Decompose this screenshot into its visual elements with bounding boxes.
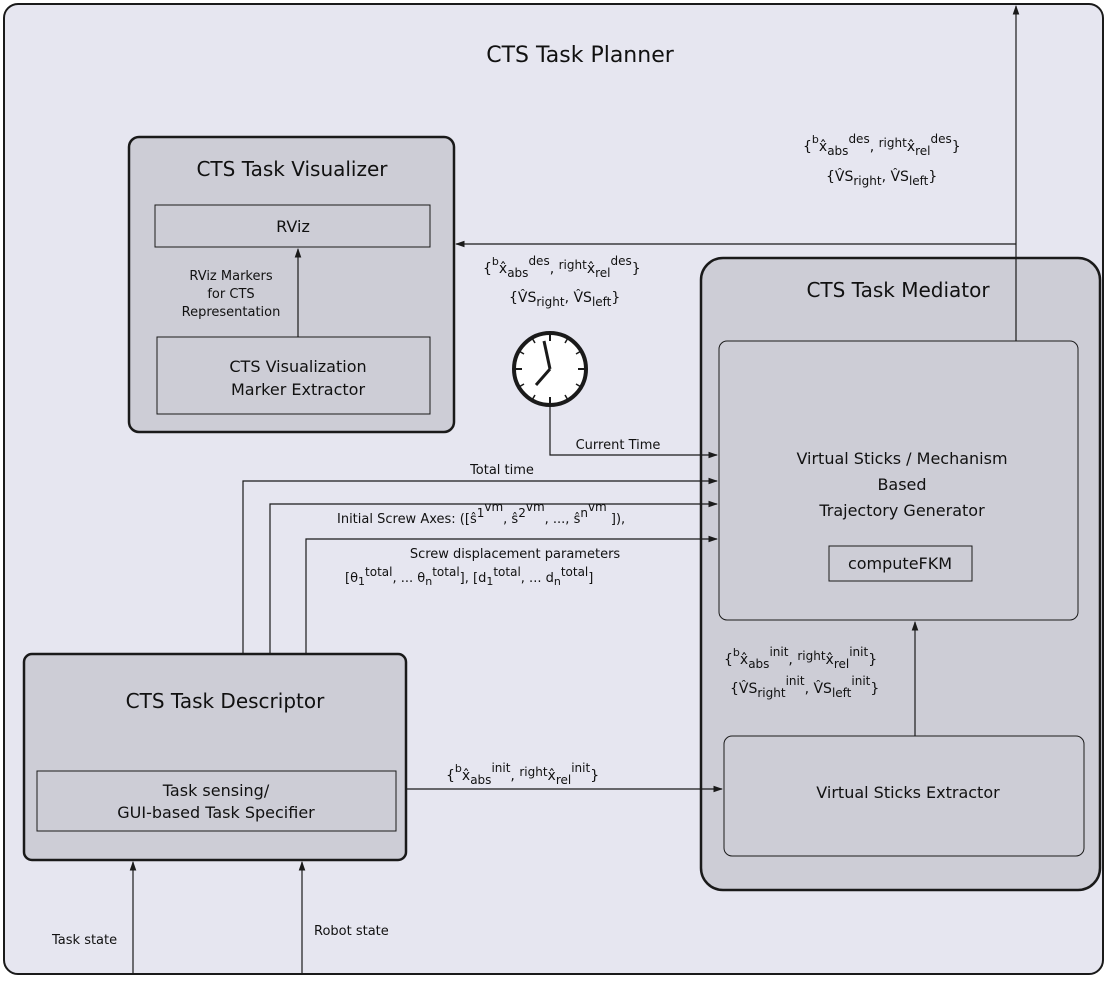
generator-label-2: Based <box>877 475 926 494</box>
marker-extractor-label-1: CTS Visualization <box>229 357 366 376</box>
vs-extractor-label: Virtual Sticks Extractor <box>816 783 1000 802</box>
task-specifier-box <box>36 770 397 832</box>
markers-label-1: RViz Markers <box>189 269 272 284</box>
output-vs-label: {V̂Sright, V̂Sleft} <box>826 168 937 188</box>
visualizer-vs-label: {V̂Sright, V̂Sleft} <box>509 289 620 309</box>
trajectory-generator-box <box>718 340 1079 621</box>
current-time-label: Current Time <box>576 438 661 453</box>
screw-params-arrow <box>305 535 718 654</box>
mediator-title: CTS Task Mediator <box>806 278 990 302</box>
markers-label-2: for CTS <box>207 287 254 302</box>
screw-axes-arrow <box>269 500 718 654</box>
vs-extractor-box <box>723 735 1085 857</box>
screw-params-label-1: Screw displacement parameters <box>410 547 621 562</box>
total-time-label: Total time <box>469 463 534 478</box>
generator-label-3: Trajectory Generator <box>818 501 985 520</box>
markers-label-3: Representation <box>182 305 281 320</box>
marker-extractor-label-2: Marker Extractor <box>231 380 365 399</box>
visualizer-title: CTS Task Visualizer <box>196 157 388 181</box>
total-time-arrow <box>242 477 718 654</box>
specifier-label-2: GUI-based Task Specifier <box>117 803 315 822</box>
task-state-label: Task state <box>51 933 117 948</box>
rviz-label: RViz <box>276 217 310 236</box>
marker-extractor-box <box>156 336 431 415</box>
computefkm-box <box>828 545 973 582</box>
generator-label-1: Virtual Sticks / Mechanism <box>796 449 1007 468</box>
current-time-arrow <box>549 405 718 459</box>
robot-state-label: Robot state <box>314 924 389 939</box>
planner-title: CTS Task Planner <box>486 43 675 68</box>
screw-params-label-2: [θ1total, ... θntotal], [d1total, ... dn… <box>345 565 593 588</box>
computefkm-label: computeFKM <box>848 554 952 573</box>
rviz-box <box>154 204 431 248</box>
descriptor-title: CTS Task Descriptor <box>126 689 325 713</box>
clock-icon <box>512 331 588 407</box>
specifier-label-1: Task sensing/ <box>162 781 270 800</box>
